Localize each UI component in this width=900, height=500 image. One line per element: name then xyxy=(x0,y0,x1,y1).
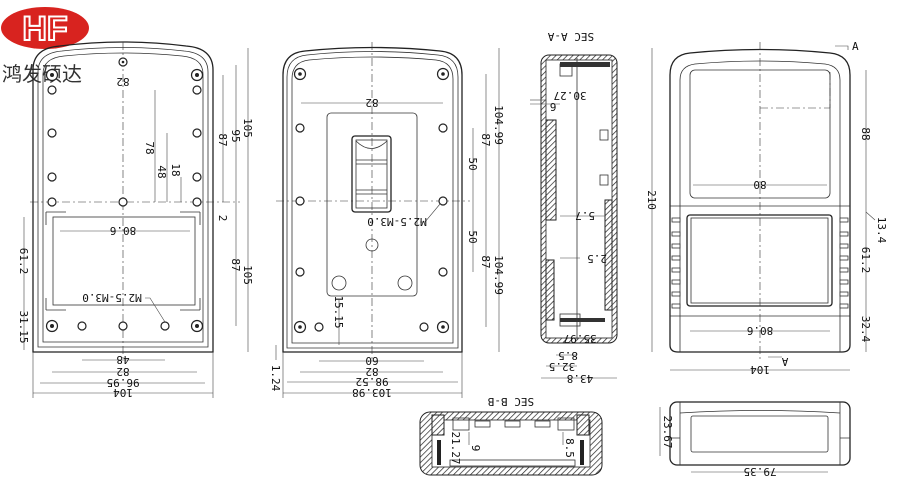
svg-text:104: 104 xyxy=(113,386,133,399)
svg-text:61.2: 61.2 xyxy=(17,248,30,275)
svg-text:23.67: 23.67 xyxy=(661,415,674,448)
svg-text:8.5: 8.5 xyxy=(558,349,578,362)
svg-text:15.15: 15.15 xyxy=(332,295,345,328)
svg-text:1.24: 1.24 xyxy=(269,365,282,392)
svg-text:87: 87 xyxy=(229,258,242,271)
svg-text:82: 82 xyxy=(116,365,129,378)
svg-text:M2.5-M3.0: M2.5-M3.0 xyxy=(82,291,142,304)
svg-text:HF: HF xyxy=(22,10,67,48)
svg-text:9: 9 xyxy=(469,445,482,452)
section-a-a: SEC A-A 30.27 6 5.7 2.5 35.97 8.5 32.5 4… xyxy=(530,30,618,385)
svg-text:82: 82 xyxy=(365,365,378,378)
svg-text:35.97: 35.97 xyxy=(563,332,596,345)
side-view: 23.67 79.35 xyxy=(659,401,851,478)
svg-text:60: 60 xyxy=(365,354,378,367)
svg-text:6: 6 xyxy=(550,100,557,113)
hf-logo: HF xyxy=(1,7,89,49)
svg-text:30.27: 30.27 xyxy=(553,89,586,102)
back-view: 82 78 48 18 2 87 95 105 87 105 80.6 61.2… xyxy=(17,41,254,399)
svg-text:88: 88 xyxy=(859,127,872,140)
watermark-text: 鸿发硕达 xyxy=(2,62,82,86)
svg-text:80.6: 80.6 xyxy=(747,324,774,337)
svg-text:2: 2 xyxy=(216,215,229,222)
svg-text:105: 105 xyxy=(241,118,254,138)
svg-text:87: 87 xyxy=(216,133,229,146)
svg-text:48: 48 xyxy=(116,353,129,366)
svg-text:A: A xyxy=(781,355,788,368)
svg-text:43.8: 43.8 xyxy=(567,372,594,385)
svg-text:104.99: 104.99 xyxy=(492,255,505,295)
svg-text:82: 82 xyxy=(365,96,378,109)
svg-text:13.4: 13.4 xyxy=(875,217,888,244)
top-view: A A 210 88 80 13.4 61.2 80.6 32.4 104 xyxy=(645,40,888,376)
svg-text:87: 87 xyxy=(479,133,492,146)
svg-text:21.27: 21.27 xyxy=(449,431,462,464)
svg-text:104: 104 xyxy=(750,363,770,376)
svg-text:103.98: 103.98 xyxy=(352,386,392,399)
svg-text:50: 50 xyxy=(466,157,479,170)
svg-text:A: A xyxy=(852,40,859,53)
svg-text:98.52: 98.52 xyxy=(355,375,388,388)
svg-text:32.4: 32.4 xyxy=(859,316,872,343)
svg-text:8.5: 8.5 xyxy=(563,438,576,458)
svg-text:M2.5-M3.0: M2.5-M3.0 xyxy=(367,215,427,228)
svg-text:95: 95 xyxy=(229,129,242,142)
svg-text:5.7: 5.7 xyxy=(575,209,595,222)
section-b-b: SEC B-B 21.27 9 8.5 xyxy=(419,395,603,476)
svg-text:32.5: 32.5 xyxy=(549,360,576,373)
svg-text:2.5: 2.5 xyxy=(587,252,607,265)
svg-text:18: 18 xyxy=(169,163,182,176)
svg-text:82: 82 xyxy=(116,75,129,88)
svg-text:61.2: 61.2 xyxy=(859,247,872,274)
svg-text:SEC A-A: SEC A-A xyxy=(547,30,594,43)
svg-text:104.99: 104.99 xyxy=(492,105,505,145)
svg-text:80: 80 xyxy=(753,178,766,191)
svg-text:80.6: 80.6 xyxy=(110,224,137,237)
svg-text:50: 50 xyxy=(466,230,479,243)
front-view: 82 50 50 87 87 104.99 104.99 M2.5-M3.0 1… xyxy=(269,42,505,399)
svg-text:79.35: 79.35 xyxy=(743,465,776,478)
svg-text:210: 210 xyxy=(645,190,658,210)
svg-text:96.95: 96.95 xyxy=(106,376,139,389)
mounting-holes xyxy=(45,57,204,333)
svg-text:105: 105 xyxy=(241,265,254,285)
svg-text:48: 48 xyxy=(155,165,168,178)
svg-text:31.15: 31.15 xyxy=(17,310,30,343)
svg-text:87: 87 xyxy=(479,255,492,268)
svg-text:78: 78 xyxy=(143,141,156,154)
mounting-holes xyxy=(293,67,450,334)
svg-text:SEC B-B: SEC B-B xyxy=(487,395,534,408)
